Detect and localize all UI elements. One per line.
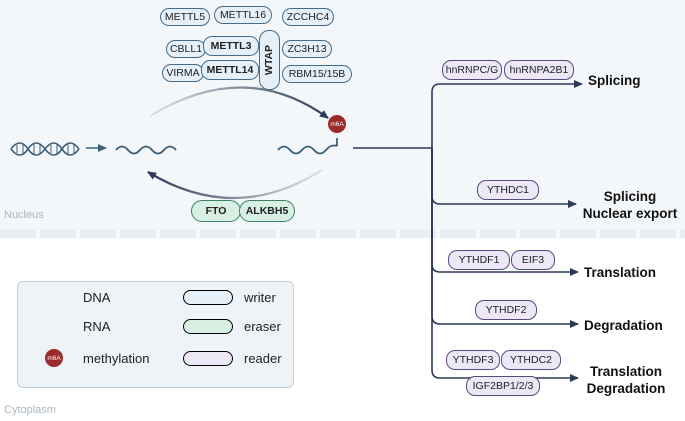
outcome-translation: Translation: [584, 265, 657, 280]
demethylation-arrow: [147, 169, 323, 200]
reader-ythdc1: YTHDC1: [477, 180, 539, 200]
legend-dna-label: DNA: [83, 290, 111, 305]
nucleus-label: Nucleus: [4, 209, 44, 221]
nuclear-membrane: [0, 230, 685, 238]
reader-ythdc2: YTHDC2: [501, 350, 561, 370]
legend-reader-label: reader: [244, 351, 282, 366]
rna-strand-icon: [115, 145, 177, 155]
reader-ythdf3: YTHDF3: [446, 350, 500, 370]
legend-eraser-label: eraser: [244, 319, 281, 334]
dna-helix-icon: [10, 142, 80, 156]
writer-mettl5: METTL5: [160, 8, 210, 26]
methylated-rna-icon: [277, 144, 338, 155]
writer-zcchc4: ZCCHC4: [282, 8, 334, 26]
writer-rbm15: RBM15/15B: [282, 65, 352, 83]
outcome-translation-degradation: Translation Degradation: [580, 363, 672, 397]
writer-mettl3: METTL3: [203, 36, 259, 56]
legend-methylation-label: methylation: [83, 351, 150, 366]
methylation-arrow: [149, 86, 329, 119]
legend-writer-label: writer: [244, 290, 276, 305]
outcome-splicing-export: Splicing Nuclear export: [578, 188, 682, 222]
writer-mettl14: METTL14: [201, 60, 259, 80]
reader-hnrnpa2b1: hnRNPA2B1: [504, 60, 574, 80]
writer-cbll1: CBLL1: [166, 40, 206, 58]
reader-branches: [353, 83, 441, 379]
outcome-degradation: Degradation: [584, 318, 663, 333]
reader-ythdf2: YTHDF2: [475, 300, 537, 320]
legend-eraser-swatch: [183, 319, 233, 334]
legend-reader-swatch: [183, 351, 233, 366]
m6a-mark: m6A: [328, 115, 346, 133]
outcome-splicing-export-line2: Nuclear export: [582, 206, 678, 221]
outcome-trans-degr-line2: Degradation: [586, 381, 666, 396]
writer-virma: VIRMA: [162, 64, 204, 82]
outcome-trans-degr-line1: Translation: [589, 364, 662, 379]
wtap-label: WTAP: [263, 44, 276, 76]
reader-ythdf1: YTHDF1: [448, 250, 510, 270]
legend-writer-swatch: [183, 290, 233, 305]
reader-hnrnpc: hnRNPC/G: [442, 60, 502, 80]
outcome-splicing-export-line1: Splicing: [603, 189, 657, 204]
reader-eif3: EIF3: [511, 250, 555, 270]
legend: [17, 281, 294, 388]
reader-igf2bp: IGF2BP1/2/3: [466, 376, 540, 396]
outcome-splicing: Splicing: [588, 73, 641, 88]
writer-mettl16: METTL16: [214, 6, 272, 24]
legend-rna-label: RNA: [83, 319, 111, 334]
writer-wtap: WTAP: [259, 30, 280, 90]
legend-m6a-icon: m6A: [45, 349, 63, 367]
cytoplasm-label: Cytoplasm: [4, 404, 56, 416]
eraser-alkbh5: ALKBH5: [239, 200, 295, 222]
writer-zc3h13: ZC3H13: [282, 40, 332, 58]
eraser-fto: FTO: [191, 200, 241, 222]
